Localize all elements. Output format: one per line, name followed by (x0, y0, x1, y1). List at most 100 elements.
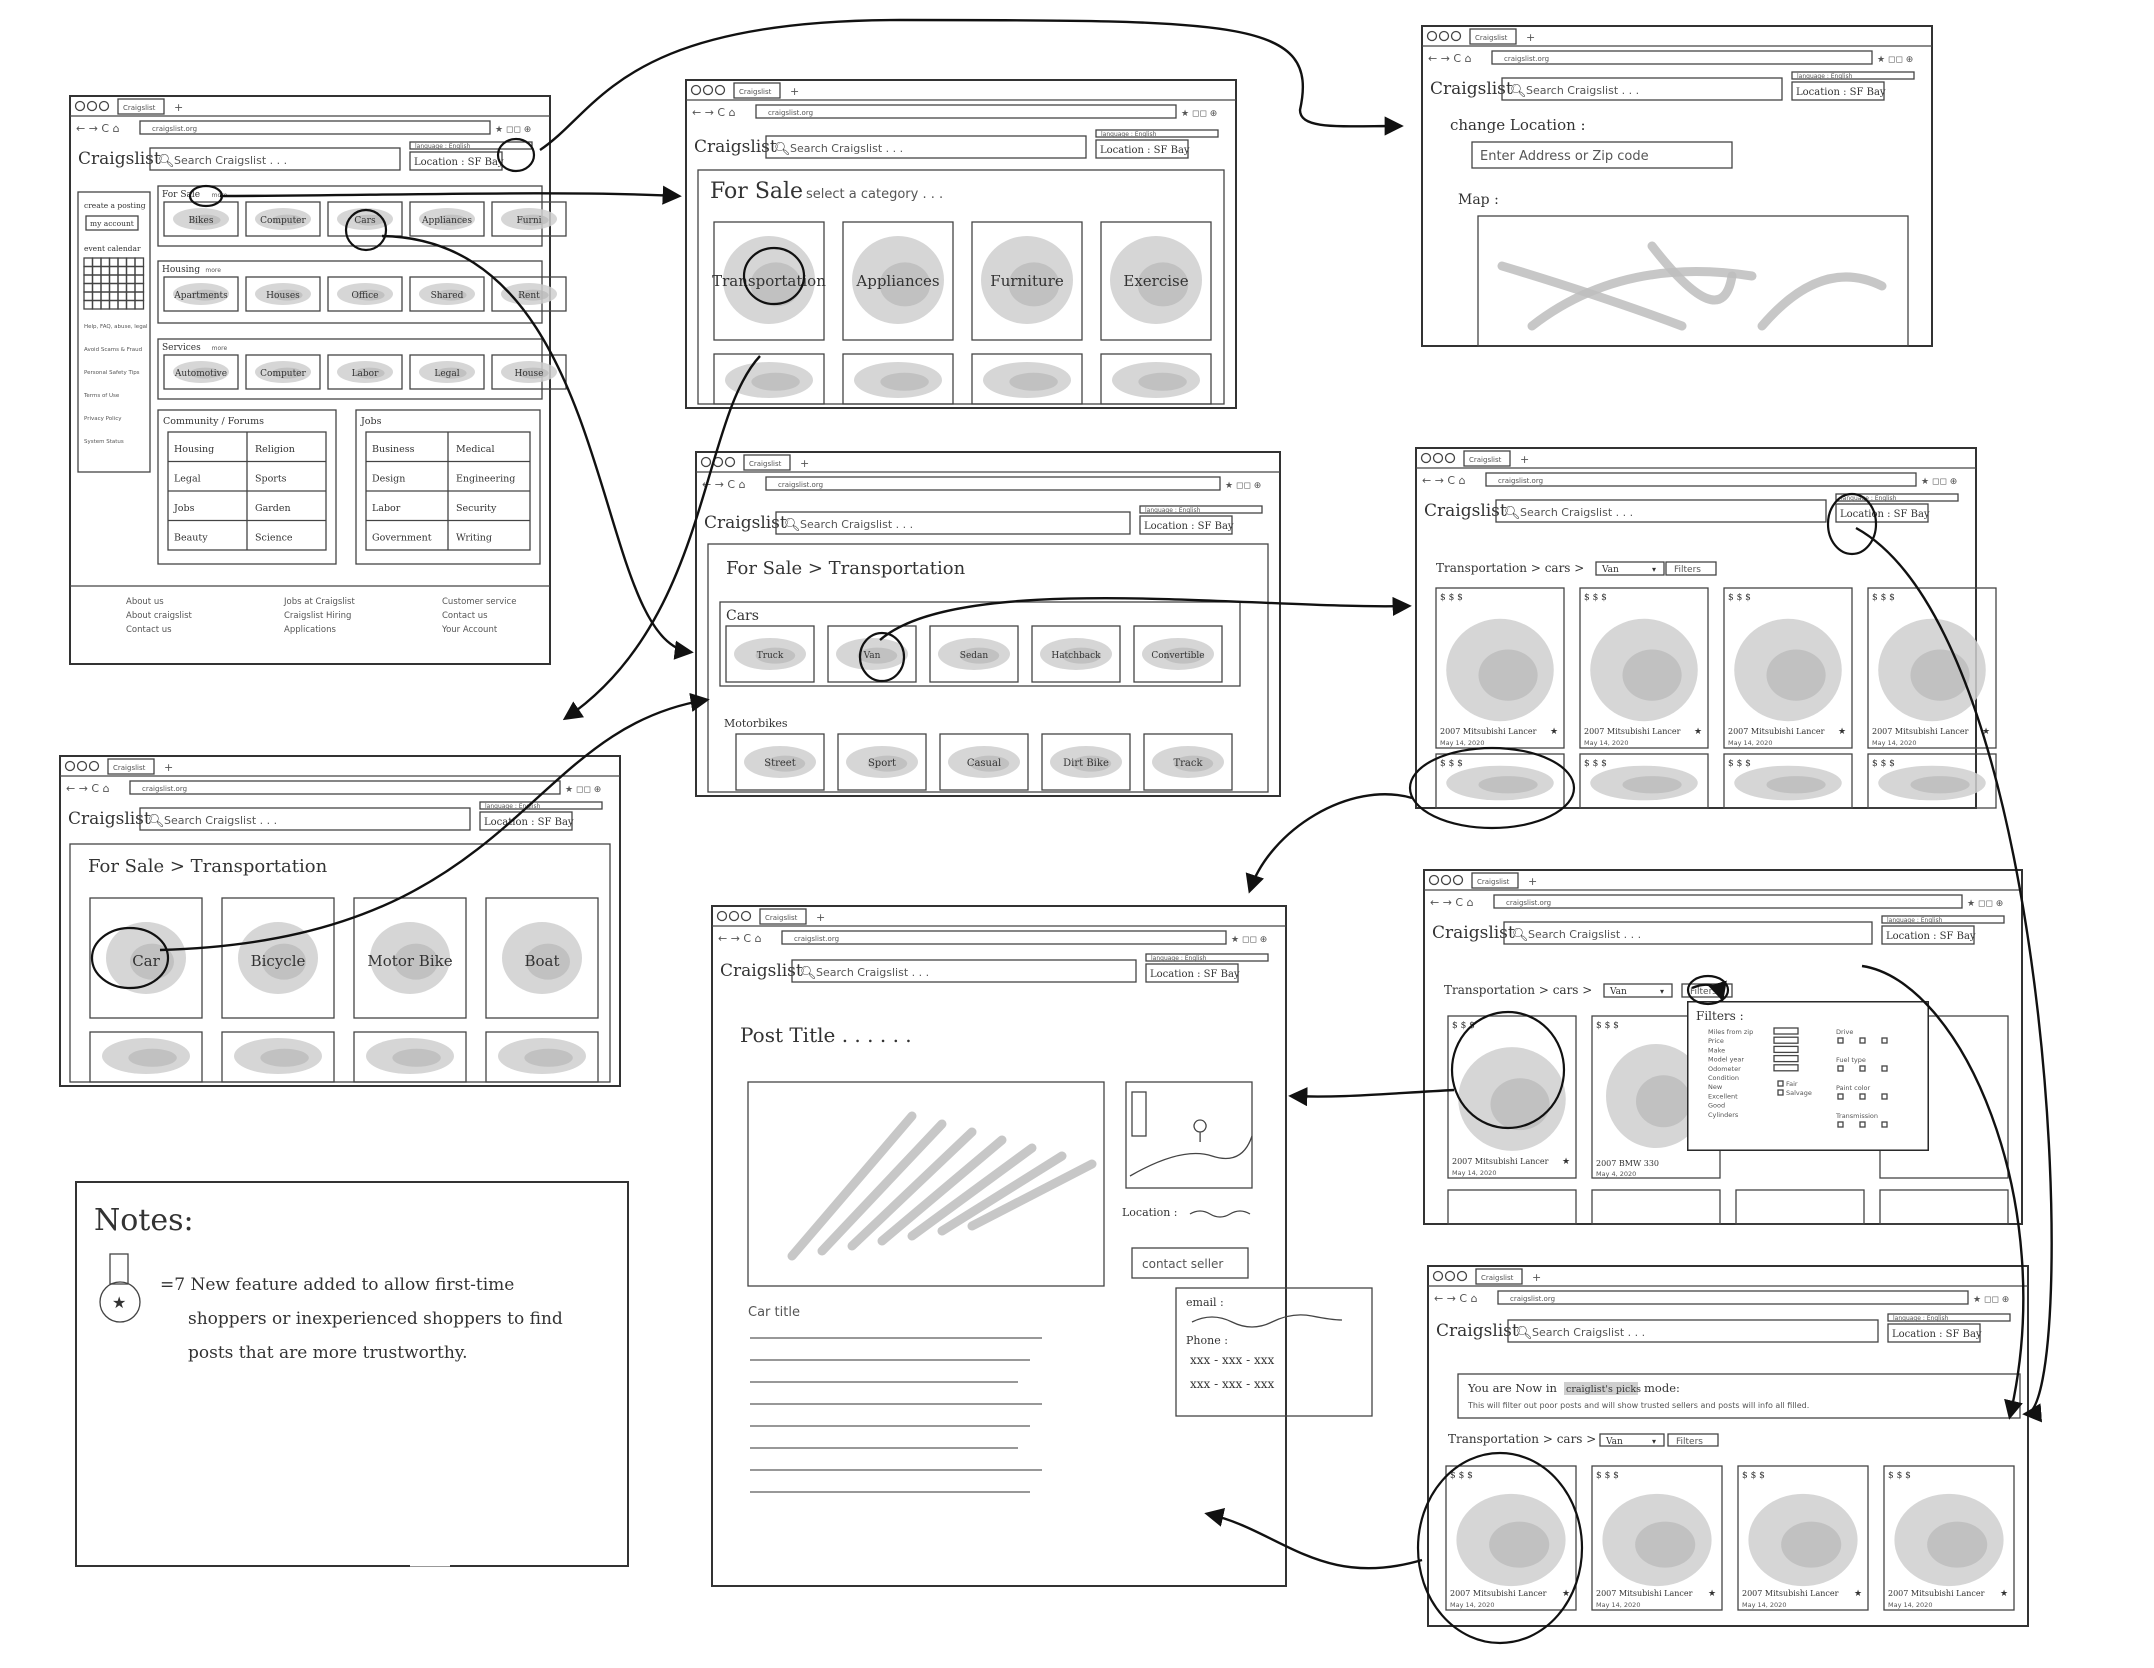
language-select[interactable] (1139, 505, 1263, 514)
more-link[interactable]: more (212, 345, 228, 352)
minimize-icon[interactable] (1438, 30, 1450, 42)
grid-link[interactable]: Religion (255, 444, 295, 455)
nav-arrows-icon[interactable]: ← → C ⌂ (692, 106, 736, 119)
browser-tab[interactable] (107, 758, 155, 775)
more-link[interactable]: more (205, 267, 221, 274)
location-button[interactable] (1095, 139, 1189, 159)
filter-checkbox[interactable] (1881, 1037, 1888, 1044)
car-type-tile[interactable] (1031, 625, 1121, 683)
language-select[interactable] (1791, 71, 1915, 80)
calendar-cell[interactable] (83, 299, 94, 310)
map-box[interactable] (1477, 215, 1909, 347)
browser-tab[interactable] (743, 454, 791, 471)
footer-link[interactable]: About craigslist (126, 611, 193, 621)
star-icon[interactable]: ★ (1854, 1589, 1862, 1599)
browser-tab[interactable] (733, 82, 781, 99)
star-icon[interactable]: ★ (2000, 1589, 2008, 1599)
language-select[interactable] (1887, 1313, 2011, 1322)
filter-checkbox[interactable] (1837, 1093, 1844, 1100)
calendar-cell[interactable] (108, 257, 119, 268)
calendar-cell[interactable] (83, 257, 94, 268)
motorbike-tile[interactable] (1143, 733, 1233, 791)
grid-link[interactable]: Legal (174, 474, 201, 485)
filter-checkbox[interactable] (1859, 1121, 1866, 1128)
sidebar-link[interactable]: Personal Safety Tips (84, 370, 140, 376)
grid-link[interactable]: Labor (372, 503, 401, 514)
filter-checkbox[interactable] (1859, 1037, 1866, 1044)
language-select[interactable] (1145, 953, 1269, 962)
calendar-cell[interactable] (125, 257, 136, 268)
grid-link[interactable]: Writing (456, 533, 492, 544)
transport-tile-row2[interactable] (89, 1031, 203, 1083)
maximize-icon[interactable] (724, 456, 736, 468)
footer-link[interactable]: Craigslist Hiring (284, 611, 351, 621)
address-bar[interactable] (1493, 894, 1963, 909)
listing-card-row2[interactable] (1447, 1189, 1577, 1225)
calendar-cell[interactable] (100, 282, 111, 293)
listing-card-frame[interactable] (1867, 587, 1997, 749)
sidebar-link[interactable]: Avoid Scams & Fraud (84, 347, 142, 353)
nav-arrows-icon[interactable]: ← → C ⌂ (76, 122, 120, 135)
calendar-cell[interactable] (134, 282, 145, 293)
new-tab-icon[interactable]: + (1520, 453, 1529, 466)
category-tile[interactable] (971, 221, 1083, 341)
calendar-cell[interactable] (117, 299, 128, 310)
new-tab-icon[interactable]: + (816, 911, 825, 924)
more-link[interactable]: more (212, 192, 228, 199)
grid-link[interactable]: Garden (255, 503, 291, 514)
calendar-cell[interactable] (91, 299, 102, 310)
filter-checkbox[interactable] (1837, 1121, 1844, 1128)
location-button[interactable] (1887, 1323, 1981, 1343)
listing-card-frame[interactable] (1435, 753, 1565, 809)
close-icon[interactable] (64, 760, 76, 772)
grid-link[interactable]: Design (372, 474, 405, 485)
browser-actions-icon[interactable]: ★ ◻◻ ⊕ (565, 785, 601, 795)
category-tile[interactable] (491, 201, 567, 237)
calendar-cell[interactable] (100, 274, 111, 285)
filter-input[interactable] (1773, 1064, 1799, 1072)
grid-link[interactable]: Government (372, 533, 432, 544)
grid-link[interactable]: Security (456, 503, 497, 514)
create-post-link[interactable]: create a posting (84, 201, 146, 210)
new-tab-icon[interactable]: + (790, 85, 799, 98)
calendar-cell[interactable] (108, 265, 119, 276)
nav-arrows-icon[interactable]: ← → C ⌂ (1430, 896, 1474, 909)
minimize-icon[interactable] (702, 84, 714, 96)
search-input[interactable] (1501, 77, 1783, 101)
sidebar-link[interactable]: Help, FAQ, abuse, legal (84, 324, 148, 330)
location-button[interactable] (479, 811, 573, 831)
minimize-icon[interactable] (86, 100, 98, 112)
close-icon[interactable] (690, 84, 702, 96)
motorbike-tile[interactable] (1041, 733, 1131, 791)
language-select[interactable] (409, 141, 533, 150)
search-input[interactable] (1503, 921, 1873, 945)
calendar-cell[interactable] (108, 282, 119, 293)
close-icon[interactable] (1428, 874, 1440, 886)
category-tile[interactable] (1100, 221, 1212, 341)
filter-checkbox[interactable] (1837, 1037, 1844, 1044)
motorbike-tile[interactable] (735, 733, 825, 791)
calendar-cell[interactable] (108, 291, 119, 302)
maximize-icon[interactable] (98, 100, 110, 112)
category-tile[interactable] (491, 276, 567, 312)
listing-card-frame[interactable] (1445, 1465, 1577, 1611)
calendar-cell[interactable] (125, 282, 136, 293)
footer-link[interactable]: Your Account (441, 625, 498, 635)
search-input[interactable] (139, 807, 471, 831)
filter-checkbox[interactable] (1881, 1065, 1888, 1072)
filter-checkbox[interactable] (1777, 1089, 1784, 1096)
maximize-icon[interactable] (88, 760, 100, 772)
filter-input[interactable] (1773, 1045, 1799, 1054)
calendar-cell[interactable] (125, 274, 136, 285)
filter-checkbox[interactable] (1881, 1121, 1888, 1128)
search-input[interactable] (149, 147, 401, 171)
motorbike-tile[interactable] (939, 733, 1029, 791)
browser-actions-icon[interactable]: ★ ◻◻ ⊕ (1231, 935, 1267, 945)
footer-link[interactable]: Contact us (442, 611, 488, 621)
minimize-icon[interactable] (1440, 874, 1452, 886)
footer-link[interactable]: Contact us (126, 625, 172, 635)
calendar-cell[interactable] (125, 299, 136, 310)
map-controls[interactable] (1131, 1091, 1147, 1137)
language-select[interactable] (1095, 129, 1219, 138)
filters-button[interactable] (1665, 561, 1717, 576)
